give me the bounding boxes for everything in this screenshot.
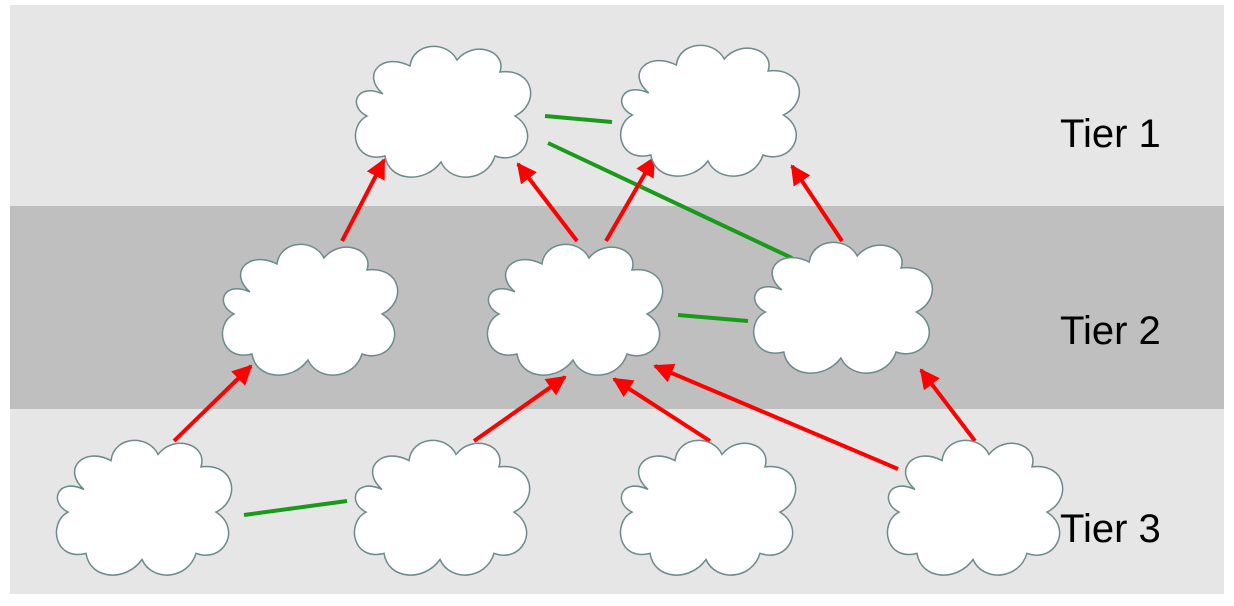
transit-arrow-t2-b-to-t1-b bbox=[604, 156, 656, 243]
peering-link-t1-a-t2-c bbox=[547, 141, 793, 260]
peering-link-t3-a-t3-b bbox=[243, 499, 348, 517]
transit-arrow-t3-d-to-t2-c bbox=[919, 368, 977, 443]
tier1-band bbox=[10, 5, 1224, 206]
peering-links bbox=[243, 114, 793, 517]
tier1-label: Tier 1 bbox=[1060, 112, 1161, 156]
peering-link-t1-a-t1-b bbox=[544, 114, 613, 124]
peering-link-t2-b-t2-c bbox=[677, 313, 749, 323]
transit-arrow-t2-b-to-t1-a bbox=[516, 162, 579, 243]
transit-links bbox=[172, 156, 977, 471]
tier-labels: Tier 1 Tier 2 Tier 3 bbox=[1060, 112, 1161, 551]
transit-arrow-t3-b-to-t2-b bbox=[472, 375, 567, 443]
transit-arrow-t2-a-to-t1-a bbox=[340, 158, 386, 242]
tier2-label: Tier 2 bbox=[1060, 309, 1161, 353]
transit-arrow-t3-c-to-t2-b bbox=[612, 377, 712, 443]
transit-arrow-t3-d-to-t2-b bbox=[653, 363, 899, 471]
transit-arrow-t2-c-to-t1-b bbox=[790, 164, 844, 243]
tier3-label: Tier 3 bbox=[1060, 507, 1161, 551]
transit-arrow-t3-a-to-t2-a bbox=[172, 364, 253, 443]
